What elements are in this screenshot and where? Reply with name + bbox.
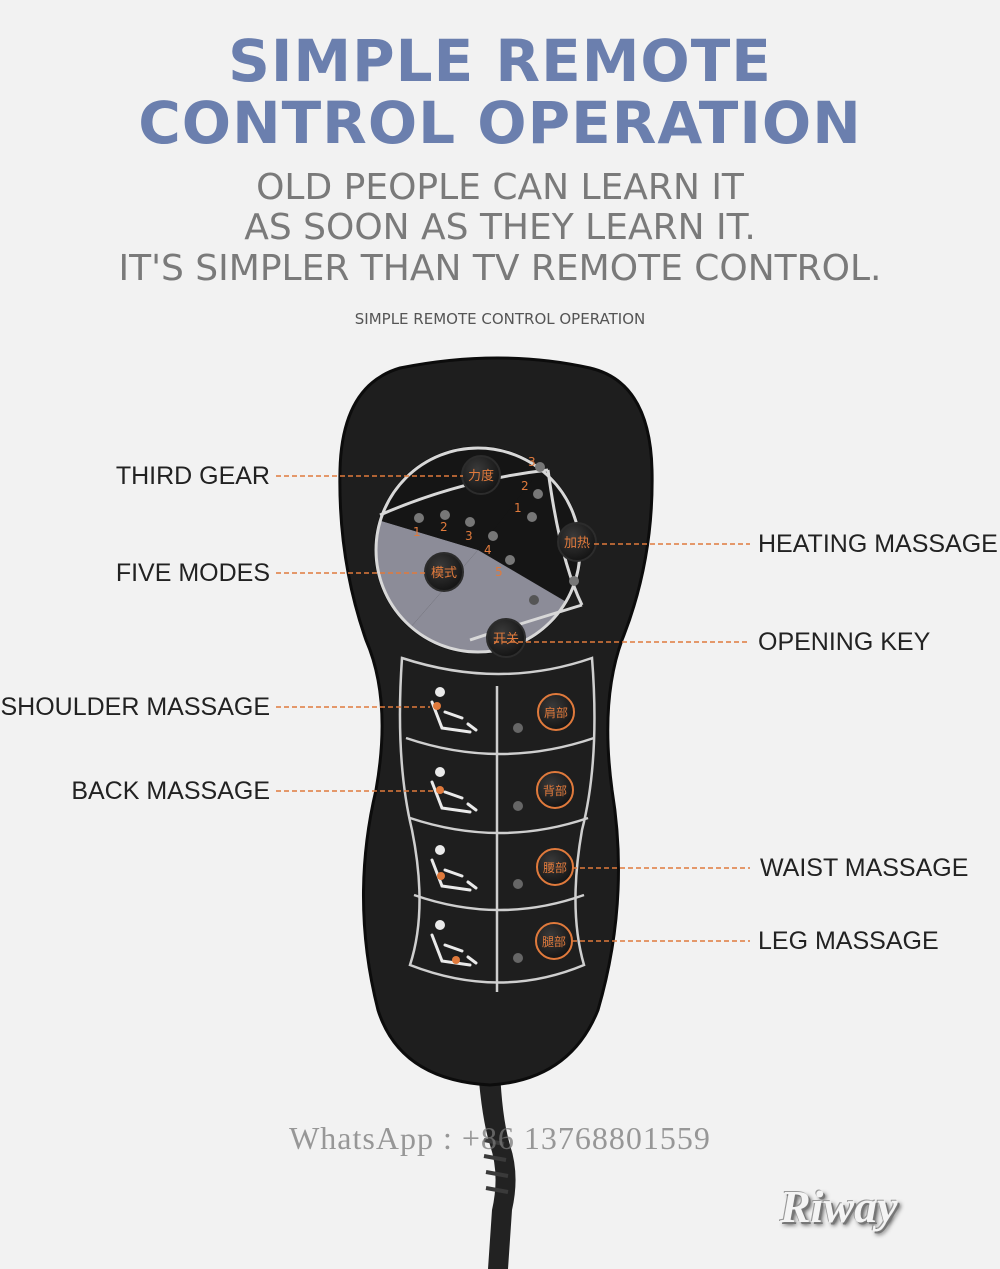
leg-seat-icon [430,920,478,967]
mode-button[interactable]: 模式 [424,552,464,592]
page-title-line1: SIMPLE REMOTE [228,27,772,95]
mode-number: 2 [440,520,448,534]
mode-indicator-dot [465,517,475,527]
leg-button[interactable]: 腿部 [535,922,573,960]
cable-ribs [483,1138,509,1194]
mode-number: 1 [413,525,421,539]
mode-number: 5 [495,565,503,579]
waist-indicator-dot [513,879,523,889]
label-five-modes: FIVE MODES [115,559,270,587]
heat-button-label: 加热 [564,536,590,551]
label-leg-massage: LEG MASSAGE [758,927,939,955]
mode-button-label: 模式 [431,566,457,581]
caption: SIMPLE REMOTE CONTROL OPERATION [354,310,646,328]
page-title-line2: CONTROL OPERATION [138,89,862,157]
strength-button[interactable]: 力度 [461,455,501,495]
label-third-gear: THIRD GEAR [115,462,270,490]
label-opening-key: OPENING KEY [758,628,931,656]
label-waist-massage: WAIST MASSAGE [760,854,969,882]
power-button[interactable]: 开关 [486,618,526,658]
heat-indicator-dot [569,576,579,586]
back-indicator-dot [513,801,523,811]
gear-indicator-dot [533,489,543,499]
leg-indicator-dot [513,953,523,963]
mode-indicator-dot [488,531,498,541]
back-button-label: 背部 [543,783,567,798]
leg-button-label: 腿部 [542,934,566,949]
whatsapp-watermark: WhatsApp : +86 13768801559 [289,1120,711,1156]
shoulder-button[interactable]: 肩部 [537,693,575,731]
strength-button-label: 力度 [468,468,494,484]
gear-indicator-dot [527,512,537,522]
waist-button-label: 腰部 [543,860,567,875]
riway-logo: Riway [780,1181,898,1232]
heat-button[interactable]: 加热 [557,522,597,562]
shoulder-seat-icon [430,687,478,734]
back-seat-icon [430,767,478,814]
power-button-label: 开关 [493,632,519,647]
label-heating-massage: HEATING MASSAGE [758,530,998,558]
mode-indicator-dot [440,510,450,520]
cable [478,1070,516,1269]
mode-number: 4 [484,543,492,557]
label-shoulder-massage: SHOULDER MASSAGE [0,693,270,721]
waist-seat-icon [430,845,478,892]
shoulder-button-label: 肩部 [544,705,568,720]
gear-number: 3 [528,455,536,469]
waist-button[interactable]: 腰部 [536,848,574,886]
gear-number: 1 [514,501,522,515]
subtitle-line1: OLD PEOPLE CAN LEARN IT [256,167,744,208]
mode-indicator-dot [414,513,424,523]
shoulder-indicator-dot [513,723,523,733]
gear-number: 2 [521,479,529,493]
power-indicator-dot [529,595,539,605]
gear-indicator-dot [535,462,545,472]
label-back-massage: BACK MASSAGE [71,777,270,805]
mode-indicator-dot [505,555,515,565]
back-button[interactable]: 背部 [536,771,574,809]
massage-panel [398,656,596,992]
subtitle-line2: AS SOON AS THEY LEARN IT. [244,207,756,248]
subtitle-line3: IT'S SIMPLER THAN TV REMOTE CONTROL. [118,248,882,289]
mode-number: 3 [465,529,473,543]
